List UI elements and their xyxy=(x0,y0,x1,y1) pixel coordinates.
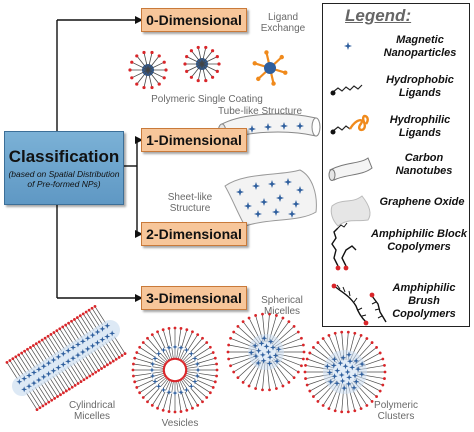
dimension-2d-box: 2-Dimensional xyxy=(141,222,247,246)
label-sheet-like-structure: Sheet-like Structure xyxy=(167,192,213,214)
legend-item-graphene-oxide: Graphene Oxide xyxy=(379,196,465,208)
legend-title: Legend: xyxy=(345,6,412,25)
legend-item-hydrophobic-ligands: Hydrophobic Ligands xyxy=(386,74,454,99)
legend-item-amphiphilic-block-copolymers: Amphiphilic Block Copolymers xyxy=(371,228,467,253)
polymer-coated-np-1 xyxy=(128,50,168,90)
label-vesicles: Vesicles xyxy=(161,418,199,429)
carbon-nanotube-icon xyxy=(328,157,373,181)
vesicle xyxy=(131,326,219,414)
connector-arrowheads xyxy=(135,16,143,302)
label-polymeric-single-coating: Polymeric Single Coating xyxy=(151,94,263,105)
classification-box: Classification (based on Spatial Distrib… xyxy=(4,131,124,205)
legend-item-amphiphilic-brush-copolymers: Amphiphilic Brush Copolymers xyxy=(392,282,456,320)
dimension-0d-box: 0-Dimensional xyxy=(141,8,247,32)
graphene-oxide-icon xyxy=(330,195,371,227)
polymer-coated-np-2 xyxy=(183,45,221,83)
hydrophilic-ligand-icon xyxy=(330,114,369,135)
legend-item-hydrophilic-ligands: Hydrophilic Ligands xyxy=(389,114,451,139)
block-copolymer-icon xyxy=(331,222,357,271)
polymeric-cluster xyxy=(303,330,387,414)
legend-item-magnetic-nanoparticles: Magnetic Nanoparticles xyxy=(383,34,457,59)
graphene-sheet-structure xyxy=(224,169,317,227)
label-spherical-micelles: Spherical Micelles xyxy=(261,295,303,317)
label-tube-like-structure: Tube-like Structure xyxy=(217,106,303,117)
dimension-3d-box: 3-Dimensional xyxy=(141,286,247,310)
cylindrical-micelle xyxy=(5,304,127,412)
label-polymeric-clusters: Polymeric Clusters xyxy=(374,400,418,422)
hydrophobic-ligand-icon xyxy=(330,84,363,96)
legend-item-carbon-nanotubes: Carbon Nanotubes xyxy=(395,152,453,177)
legend-box xyxy=(322,3,470,327)
label-ligand-exchange: Ligand Exchange xyxy=(260,12,306,34)
legend-icons xyxy=(328,42,387,326)
label-cylindrical-micelles: Cylindrical Micelles xyxy=(68,400,116,422)
dimension-1d-box: 1-Dimensional xyxy=(141,128,247,152)
spherical-micelle xyxy=(226,312,306,392)
classification-title: Classification xyxy=(8,147,120,166)
brush-copolymer-icon xyxy=(331,283,387,326)
classification-subtitle: (based on Spatial Distribution of Pre-fo… xyxy=(8,169,120,189)
ligand-exchange-np xyxy=(252,50,288,86)
